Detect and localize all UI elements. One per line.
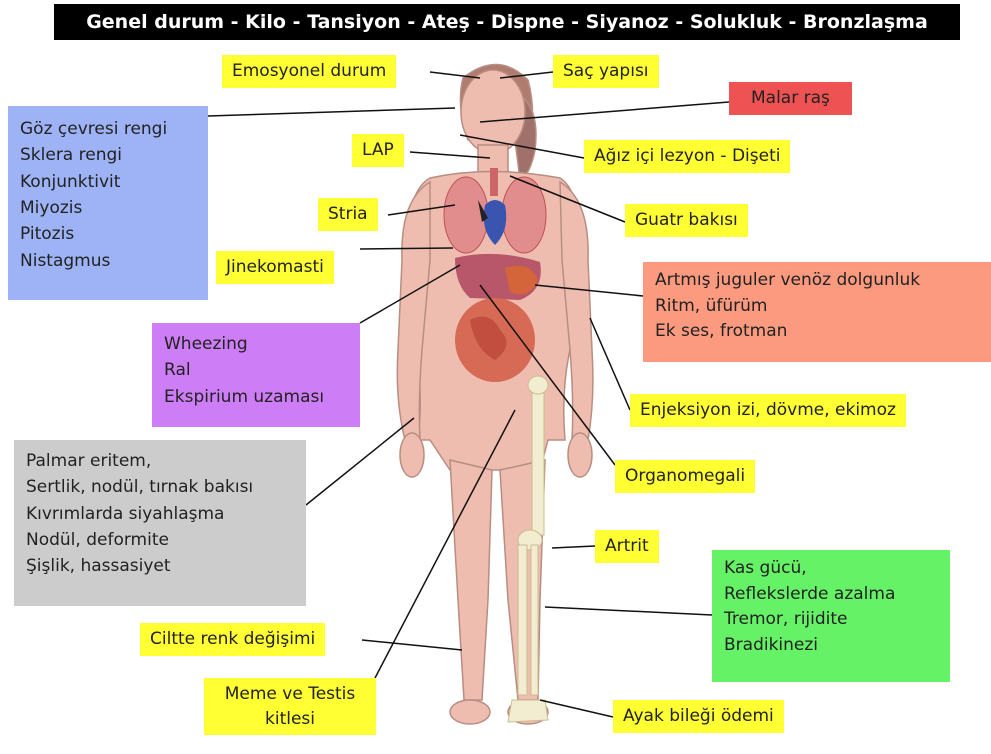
eye-finding: Sklera rengi bbox=[20, 142, 196, 168]
label-organomegaly: Organomegali bbox=[615, 460, 755, 493]
label-goiter: Guatr bakısı bbox=[625, 204, 748, 237]
hand-finding: Nodül, deformite bbox=[26, 527, 294, 553]
label-lap: LAP bbox=[352, 134, 404, 167]
eye-findings-box: Göz çevresi rengi Sklera rengi Konjunkti… bbox=[8, 106, 208, 300]
label-arthritis: Artrit bbox=[595, 530, 659, 563]
neuro-finding: Bradikinezi bbox=[724, 633, 938, 659]
neuro-finding: Tremor, rijidite bbox=[724, 607, 938, 633]
hand-finding: Kıvrımlarda siyahlaşma bbox=[26, 501, 294, 527]
lung-findings-box: Wheezing Ral Ekspirium uzaması bbox=[152, 323, 360, 427]
neuro-findings-box: Kas gücü, Reflekslerde azalma Tremor, ri… bbox=[712, 550, 950, 682]
hand-finding: Sertlik, nodül, tırnak bakısı bbox=[26, 474, 294, 500]
human-body-silhouette bbox=[397, 64, 593, 724]
lung-finding: Wheezing bbox=[164, 331, 348, 357]
label-stria: Stria bbox=[318, 198, 378, 231]
cardiac-finding: Artmış juguler venöz dolgunluk bbox=[655, 268, 979, 294]
label-hair-structure: Saç yapısı bbox=[553, 55, 659, 88]
label-malar-rash: Malar raş bbox=[729, 82, 852, 115]
eye-finding: Nistagmus bbox=[20, 248, 196, 274]
hand-finding: Şişlik, hassasiyet bbox=[26, 553, 294, 579]
label-oral-lesion: Ağız içi lezyon - Dişeti bbox=[584, 140, 790, 173]
eye-finding: Pitozis bbox=[20, 221, 196, 247]
neuro-finding: Reflekslerde azalma bbox=[724, 582, 938, 608]
label-skin-color-change: Ciltte renk değişimi bbox=[140, 623, 325, 656]
neuro-finding: Kas gücü, bbox=[724, 556, 938, 582]
label-injection-tattoo: Enjeksiyon izi, dövme, ekimoz bbox=[630, 394, 906, 427]
cardiac-finding: Ek ses, frotman bbox=[655, 319, 979, 345]
eye-finding: Konjunktivit bbox=[20, 169, 196, 195]
label-breast-testis-mass: Meme ve Testis kitlesi bbox=[204, 678, 376, 735]
eye-finding: Miyozis bbox=[20, 195, 196, 221]
label-ankle-edema: Ayak bileği ödemi bbox=[613, 700, 784, 733]
label-line: kitlesi bbox=[214, 707, 366, 732]
hand-finding: Palmar eritem, bbox=[26, 448, 294, 474]
label-emotional-state: Emosyonel durum bbox=[222, 55, 396, 88]
eye-finding: Göz çevresi rengi bbox=[20, 116, 196, 142]
lung-finding: Ekspirium uzaması bbox=[164, 384, 348, 410]
label-line: Meme ve Testis bbox=[214, 682, 366, 707]
cardiac-finding: Ritm, üfürüm bbox=[655, 294, 979, 320]
cardiac-findings-box: Artmış juguler venöz dolgunluk Ritm, üfü… bbox=[643, 262, 991, 362]
hand-findings-box: Palmar eritem, Sertlik, nodül, tırnak ba… bbox=[14, 440, 306, 606]
label-gynecomastia: Jinekomasti bbox=[216, 251, 334, 284]
lung-finding: Ral bbox=[164, 357, 348, 383]
